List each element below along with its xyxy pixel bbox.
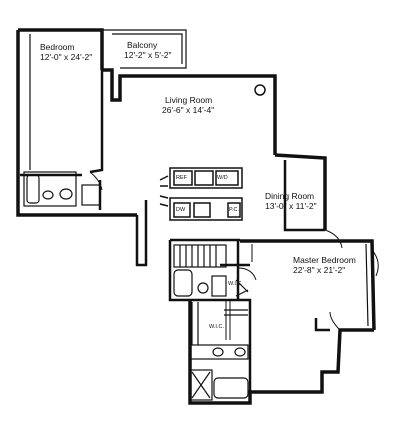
closet-shelving <box>225 244 253 340</box>
wic-lower-label: W.I.C. <box>209 324 224 330</box>
dining-room-name: Dining Room <box>265 191 315 201</box>
column-circle <box>254 84 266 96</box>
interior-walls <box>20 70 330 392</box>
wic-upper-label: W.I.C <box>228 281 242 287</box>
bedroom-bath <box>23 171 101 207</box>
ref-label: REF <box>176 175 187 181</box>
bedroom-dims: 12'-0" x 24'-2" <box>40 52 93 62</box>
dw-label: DW <box>176 207 186 213</box>
exterior-walls <box>16 28 376 405</box>
pc-label: P.C. <box>229 207 239 213</box>
master-bedroom-name: Master Bedroom <box>293 255 356 265</box>
kitchen-counter <box>159 167 243 221</box>
dining-room-dims: 13'-0" x 11'-2" <box>265 201 317 211</box>
bedroom-name: Bedroom <box>40 42 75 52</box>
balcony-name: Balcony <box>127 40 158 50</box>
wd-label: W/D <box>217 175 228 181</box>
master-bath <box>173 244 249 401</box>
balcony-outline <box>29 29 369 327</box>
master-bedroom-dims: 22'-8" x 21'-2" <box>293 265 346 275</box>
living-room-dims: 26'-6" x 14'-4" <box>162 105 215 115</box>
living-room-name: Living Room <box>165 95 213 105</box>
balcony-dims: 12'-2" x 5'-2" <box>124 50 172 60</box>
door-swings <box>89 171 379 331</box>
